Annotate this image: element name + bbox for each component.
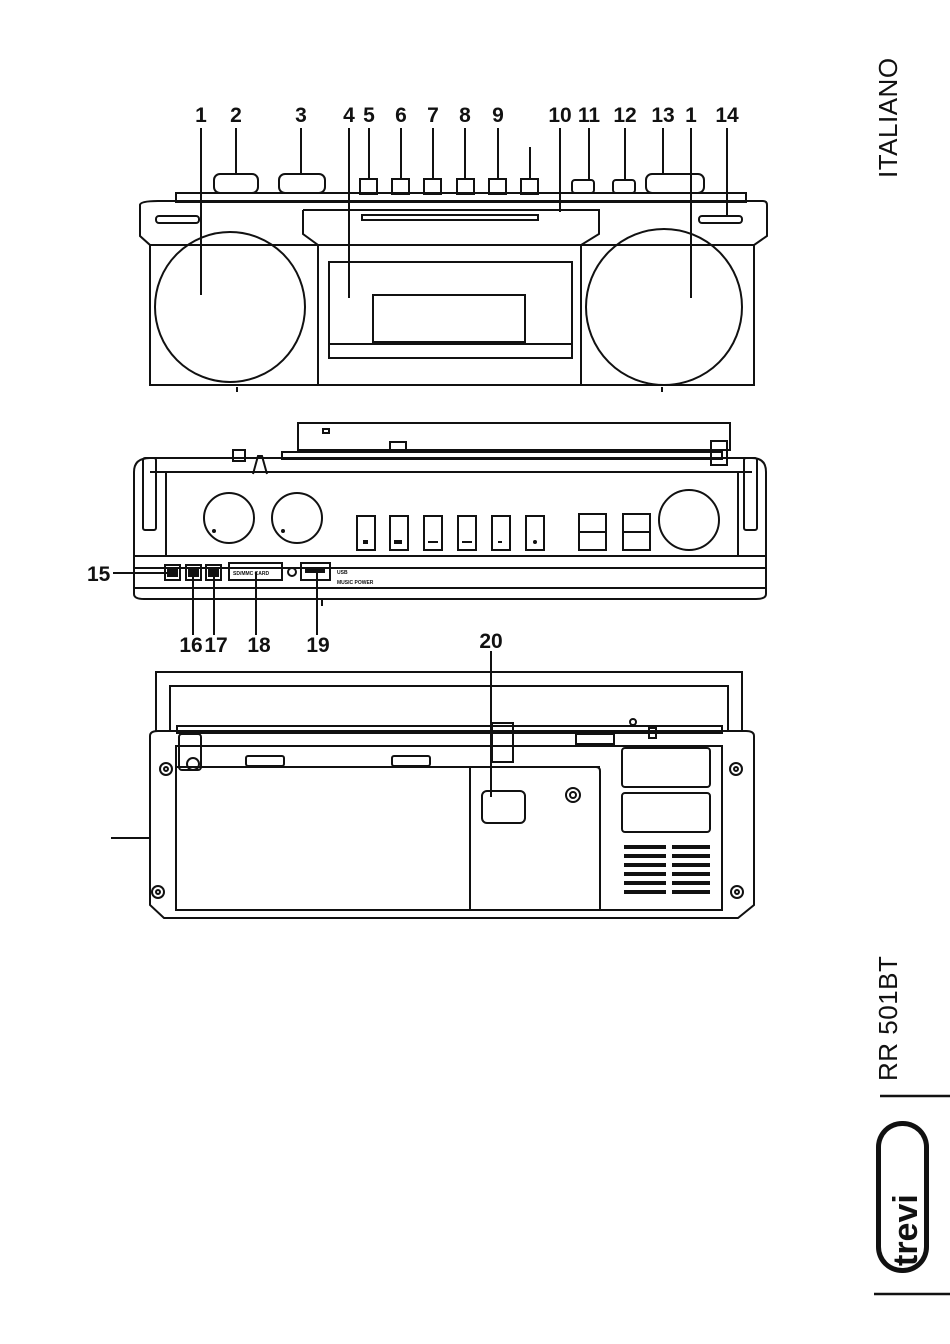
key-8 (457, 179, 474, 194)
callout-8: 8 (459, 104, 471, 127)
headphone-jack (288, 568, 296, 576)
speaker-left (155, 232, 305, 382)
callout-13: 13 (651, 104, 674, 127)
key-9 (489, 179, 506, 194)
music-power-label: MUSIC POWER (337, 580, 374, 586)
top-view (134, 423, 766, 606)
trevi-logo: trevi (876, 1121, 929, 1273)
callout-16: 16 (179, 634, 202, 657)
brand-text: trevi (887, 1194, 925, 1266)
callout-19: 19 (306, 634, 329, 657)
speaker-right (586, 229, 742, 385)
callout-1-left: 1 (195, 104, 207, 127)
top-key-4 (458, 516, 476, 550)
callout-20: 20 (479, 630, 502, 653)
key-6 (392, 179, 409, 194)
top-key-2 (390, 516, 408, 550)
callout-12: 12 (613, 104, 636, 127)
callout-11: 11 (578, 104, 601, 127)
callout-2: 2 (230, 104, 242, 127)
top-knob-volume (204, 493, 254, 543)
knob-13 (646, 174, 704, 193)
callout-14: 14 (715, 104, 739, 127)
cassette-window (373, 295, 525, 342)
slot-left (156, 216, 199, 223)
model-label: RR 501BT (873, 956, 904, 1081)
knob-2 (214, 174, 258, 193)
callout-3: 3 (295, 104, 307, 127)
top-key-6 (526, 516, 544, 550)
key-7 (424, 179, 441, 194)
knob-3 (279, 174, 325, 193)
usb-label: USB (337, 570, 348, 576)
top-knob-band (659, 490, 719, 550)
switch-11 (572, 180, 594, 193)
leader-lines (113, 128, 727, 797)
battery-release-20 (482, 791, 525, 823)
slot-right (699, 216, 742, 223)
callout-7: 7 (427, 104, 439, 127)
callout-5: 5 (363, 104, 375, 127)
top-key-1 (357, 516, 375, 550)
callout-9: 9 (492, 104, 504, 127)
callout-10: 10 (548, 104, 571, 127)
callout-4: 4 (343, 104, 355, 127)
front-view (140, 147, 767, 392)
top-key-3 (424, 516, 442, 550)
cassette-slit (362, 215, 538, 220)
top-key-5 (492, 516, 510, 550)
switch-12 (613, 180, 635, 193)
carry-handle (298, 423, 730, 450)
language-label: ITALIANO (873, 57, 904, 178)
key-record (521, 179, 538, 194)
card-slot-label: SD/MMC CARD (233, 571, 269, 577)
key-5 (360, 179, 377, 194)
callout-18: 18 (247, 634, 271, 657)
callout-15: 15 (87, 563, 111, 586)
callout-1-right: 1 (685, 104, 697, 127)
top-knob-tuning (272, 493, 322, 543)
callout-17: 17 (204, 634, 227, 657)
callout-6: 6 (395, 104, 407, 127)
back-handle (156, 672, 742, 731)
